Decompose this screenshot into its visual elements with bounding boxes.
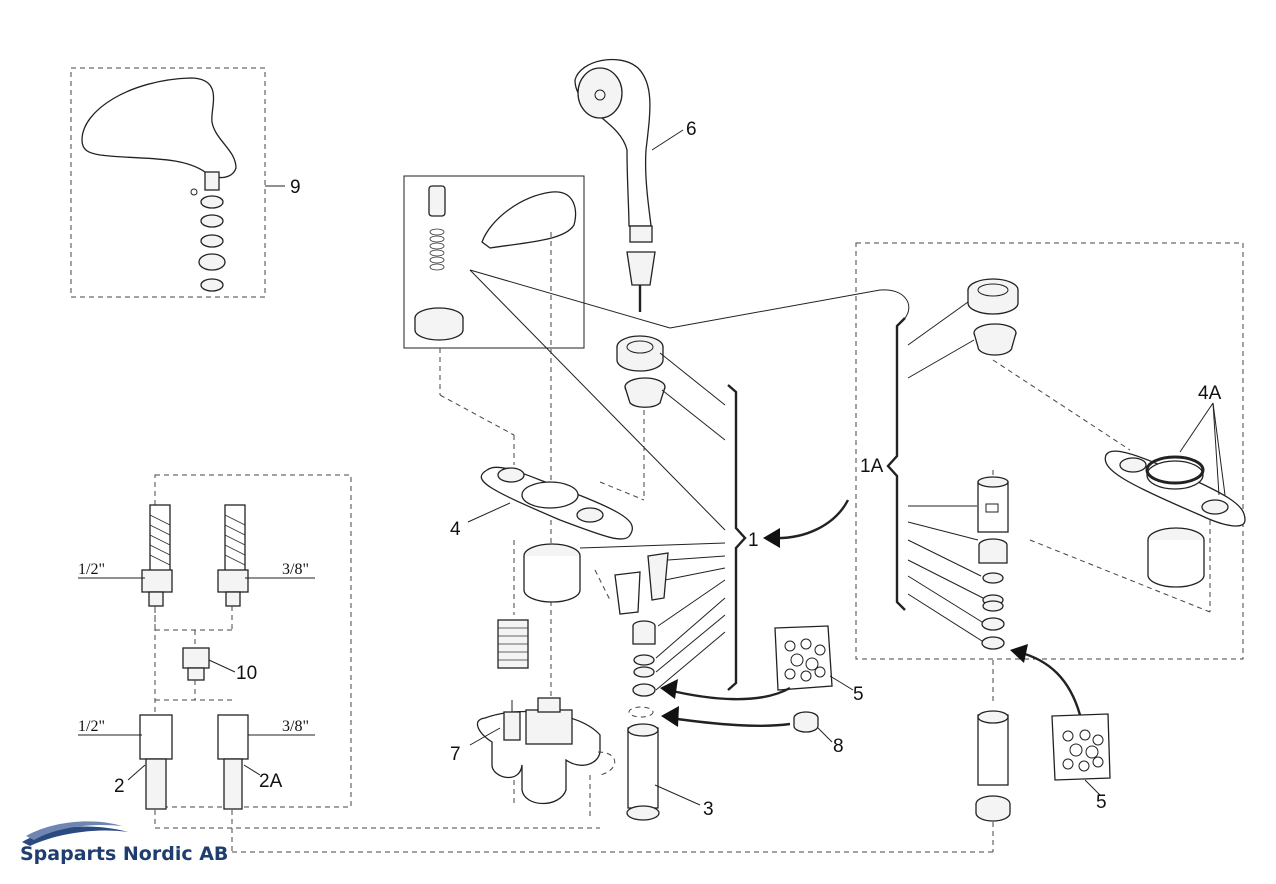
hoses <box>78 474 993 853</box>
hose-size-bottom-right: 3/8" <box>282 718 309 735</box>
callout-4a: 4A <box>1198 383 1222 404</box>
hose-size-top-left: 1/2" <box>78 561 105 578</box>
callout-2: 2 <box>114 776 125 797</box>
washer-8 <box>793 711 833 743</box>
callout-5-center: 5 <box>853 684 864 705</box>
brand-logo <box>22 821 128 846</box>
box-1a <box>855 242 1246 705</box>
callout-5-right: 5 <box>1096 792 1107 813</box>
callout-9: 9 <box>290 177 301 198</box>
bracket-1 <box>727 384 747 691</box>
handle-kit-box-9 <box>70 67 285 298</box>
arrow-8 <box>669 716 791 727</box>
arrow-8-head <box>661 706 679 727</box>
valve-body-7 <box>469 697 616 820</box>
cartridge-detail-box <box>403 175 585 700</box>
arrow-1-head <box>763 528 780 548</box>
cartridge-leaders <box>469 269 910 531</box>
callout-2a: 2A <box>259 771 283 792</box>
right-pipe <box>975 710 1011 852</box>
hose-size-top-right: 3/8" <box>282 561 309 578</box>
arrow-1 <box>769 499 850 540</box>
spout-base <box>523 542 726 603</box>
diverter-parts <box>594 552 726 697</box>
callout-1: 1 <box>748 530 759 551</box>
deck-plate-4 <box>439 394 634 615</box>
callout-7: 7 <box>450 744 461 765</box>
brand-name: Spaparts Nordic AB <box>20 843 228 865</box>
seal-bag-5 <box>774 625 854 691</box>
central-rings <box>599 335 726 501</box>
arrow-5-center <box>667 686 791 701</box>
callout-4: 4 <box>450 519 461 540</box>
hand-shower-6 <box>574 58 684 312</box>
pipe-3 <box>626 706 701 821</box>
threaded-sleeve <box>497 619 529 669</box>
seal-bag-5-right <box>1051 713 1111 796</box>
hose-size-bottom-left: 1/2" <box>78 718 105 735</box>
callout-3: 3 <box>703 799 714 820</box>
arrow-5-right-head <box>1010 644 1028 663</box>
arrow-5-center-head <box>660 679 678 699</box>
callout-8: 8 <box>833 736 844 757</box>
callout-6: 6 <box>686 119 697 140</box>
callout-10: 10 <box>236 663 257 684</box>
callout-1a: 1A <box>860 456 884 477</box>
arrow-5-right <box>1017 650 1082 716</box>
